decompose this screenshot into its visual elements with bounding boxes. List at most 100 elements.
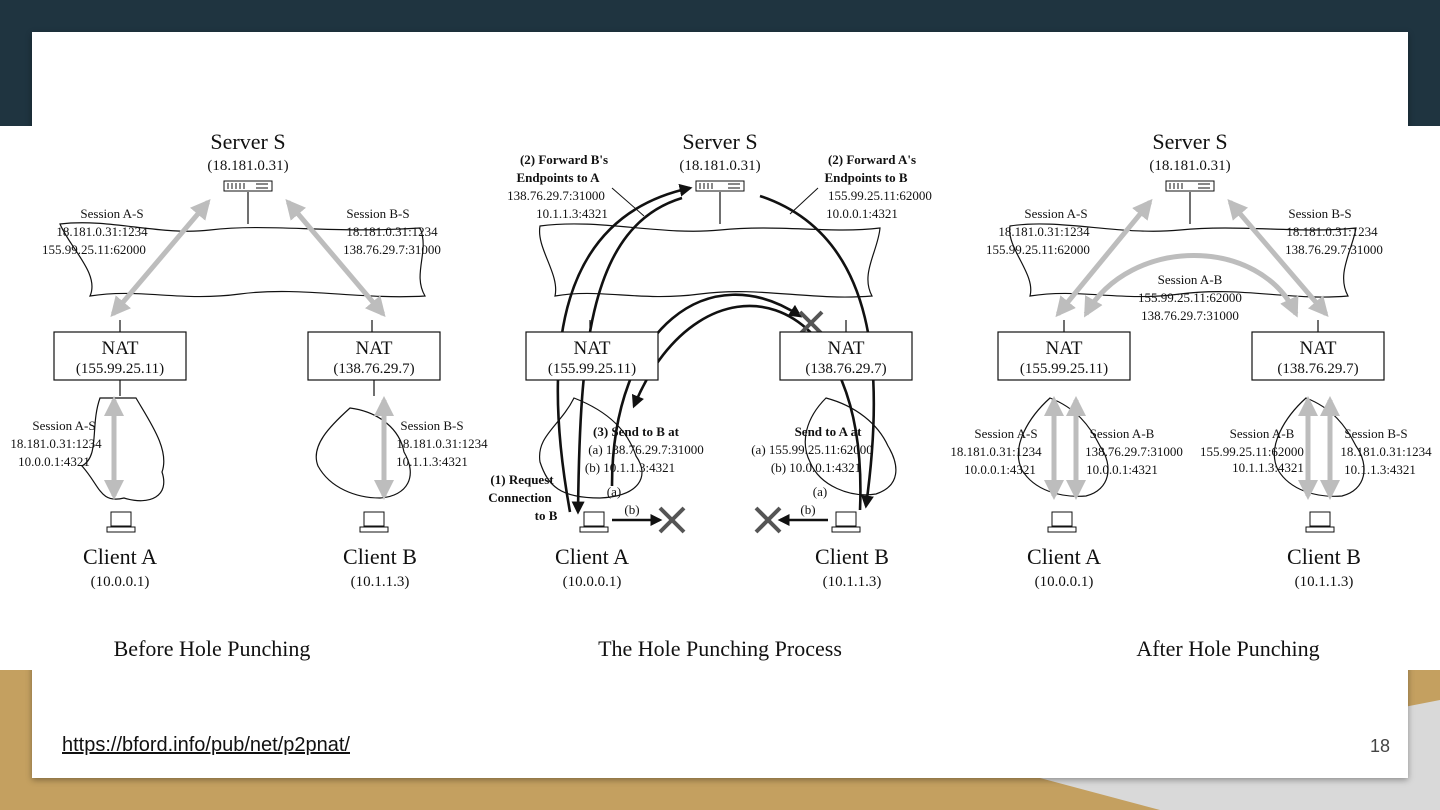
forward-a-line4: 10.0.0.1:4321 [826,206,898,221]
nat-b-ip: (138.76.29.7) [805,361,886,377]
session-ab-line1: 155.99.25.11:62000 [1138,290,1242,305]
client-a-label: Client A [555,544,629,569]
private-ab-line2: 10.0.0.1:4321 [1086,462,1158,477]
caption-process: The Hole Punching Process [598,636,842,661]
client-a-ip: (10.0.0.1) [1035,574,1094,590]
session-as-line2: 155.99.25.11:62000 [42,242,146,257]
server-label: Server S [682,129,757,154]
internet-cloud [539,223,881,298]
server-icon [695,180,745,192]
nat-a-ip: (155.99.25.11) [548,361,636,377]
nat-b-box [779,331,913,381]
session-bs-line2: 138.76.29.7:31000 [1285,242,1383,257]
forward-b-line4: 10.1.1.3:4321 [536,206,608,221]
session-bs-title: Session B-S [1288,206,1351,221]
client-b-label: Client B [343,544,417,569]
nat-b-box [1251,331,1385,381]
forward-a-line1: (2) Forward A's [828,152,916,167]
send-b-line1: (3) Send to B at [593,424,680,439]
request-line2: Connection [488,490,552,505]
private-as-line2: 10.0.0.1:4321 [18,454,90,469]
client-a-label: Client A [83,544,157,569]
private-as-line2: 10.0.0.1:4321 [964,462,1036,477]
client-a-label: Client A [1027,544,1101,569]
private-bs-title: Session B-S [400,418,463,433]
session-as-line1: 18.181.0.31:1234 [998,224,1090,239]
nat-a-box [997,331,1131,381]
session-ab-title: Session A-B [1158,272,1223,287]
client-b-computer-icon [831,511,861,533]
client-a-ip: (10.0.0.1) [91,574,150,590]
forward-b-line2: Endpoints to A [516,170,600,185]
send-a-line1: Send to A at [795,424,862,439]
nat-b-title: NAT [828,338,865,359]
private-ba-line2: 10.1.1.3:4321 [1232,460,1304,475]
panel-process: Server S (18.181.0.31) (2) Forward B's E… [488,129,932,661]
nat-a-title: NAT [574,338,611,359]
client-a-computer-icon [1047,511,1077,533]
forward-to-b-arrow [759,194,876,509]
private-bs-line2: 10.1.1.3:4321 [1344,462,1416,477]
mark-b-right: (b) [800,502,815,517]
private-as-title: Session A-S [974,426,1037,441]
client-a-ip: (10.0.0.1) [563,574,622,590]
session-as-arrow [1055,198,1153,318]
request-line1: (1) Request [490,472,554,487]
nat-b-title: NAT [356,338,393,359]
diagram-canvas: Server S (18.181.0.31) Session A-S 18.18… [10,129,1432,661]
client-b-computer-icon [1305,511,1335,533]
client-b-computer-icon [359,511,389,533]
session-bs-title: Session B-S [346,206,409,221]
nat-a-ip: (155.99.25.11) [76,361,164,377]
private-ab-line1: 138.76.29.7:31000 [1085,444,1183,459]
private-as-line1: 18.181.0.31:1234 [10,436,102,451]
nat-b-ip: (138.76.29.7) [333,361,414,377]
nat-a-box [525,331,659,381]
private-ab-title: Session A-B [1090,426,1155,441]
blocked-x-icon [658,506,686,534]
blocked-x-icon [754,506,782,534]
nat-a-box [53,331,187,381]
send-to-b-public-arrow [610,293,803,487]
forward-a-line3: 155.99.25.11:62000 [828,188,932,203]
private-network-b [804,397,897,496]
private-network-a [81,397,165,502]
nat-a-title: NAT [1046,338,1083,359]
private-bs-line1: 18.181.0.31:1234 [1340,444,1432,459]
nat-hole-punching-figure: Server S (18.181.0.31) Session A-S 18.18… [0,126,1440,670]
server-ip: (18.181.0.31) [679,158,760,174]
session-as-line2: 155.99.25.11:62000 [986,242,1090,257]
internet-cloud [1009,223,1357,298]
nat-b-ip: (138.76.29.7) [1277,361,1358,377]
session-bs-line1: 18.181.0.31:1234 [346,224,438,239]
session-bs-line1: 18.181.0.31:1234 [1286,224,1378,239]
private-network-b [1273,397,1365,497]
forward-b-line1: (2) Forward B's [520,152,608,167]
panel-before: Server S (18.181.0.31) Session A-S 18.18… [10,129,488,661]
blocked-x-icon [798,310,824,336]
private-as-title: Session A-S [32,418,95,433]
nat-b-title: NAT [1300,338,1337,359]
forward-to-a-arrow [571,196,683,515]
server-icon [1165,180,1215,192]
source-link[interactable]: https://bford.info/pub/net/p2pnat/ [62,734,350,756]
nat-a-title: NAT [102,338,139,359]
session-as-title: Session A-S [80,206,143,221]
nat-b-box [307,331,441,381]
forward-a-line2: Endpoints to B [824,170,907,185]
private-ba-title: Session A-B [1230,426,1295,441]
request-connection-arrow [556,183,693,513]
send-a-line2: (a) 155.99.25.11:62000 [751,442,873,457]
private-as-line1: 18.181.0.31:1234 [950,444,1042,459]
mark-a-right: (a) [813,484,827,499]
session-bs-arrow [285,198,386,318]
server-icon [223,180,273,192]
caption-before: Before Hole Punching [114,636,311,661]
private-bs-line1: 18.181.0.31:1234 [396,436,488,451]
server-ip: (18.181.0.31) [207,158,288,174]
private-ba-line1: 155.99.25.11:62000 [1200,444,1304,459]
private-network-a [539,397,643,499]
client-b-ip: (10.1.1.3) [823,574,882,590]
nat-a-ip: (155.99.25.11) [1020,361,1108,377]
client-b-label: Client B [1287,544,1361,569]
